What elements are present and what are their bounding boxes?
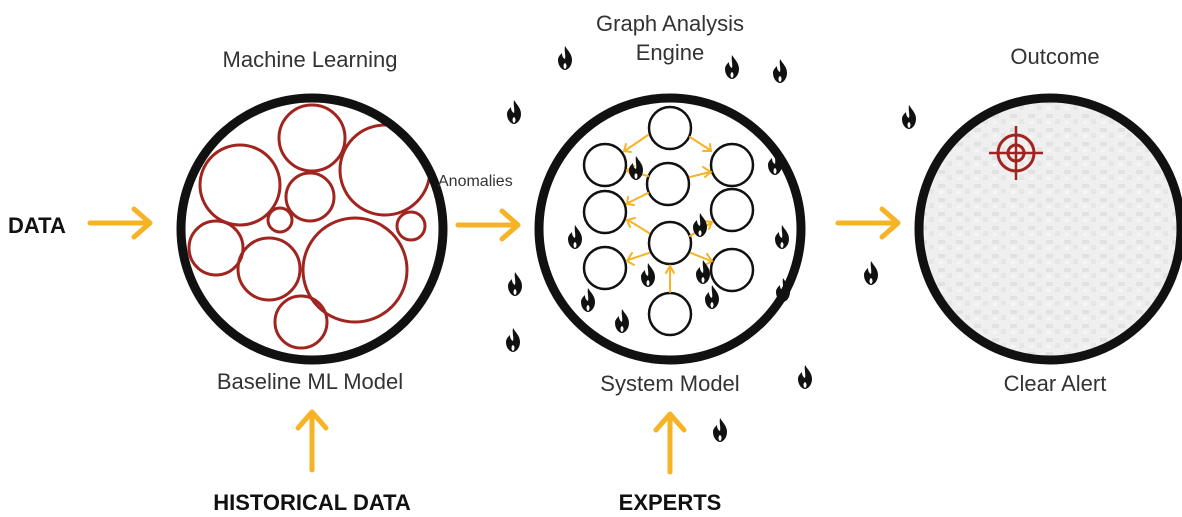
arrow-right-icon [455,208,521,242]
outcome-stage-subtitle: Clear Alert [1003,371,1107,396]
flame-icon [629,156,643,180]
flame-icon [902,105,916,129]
data-input-label: DATA [8,213,66,238]
flame-icon [775,225,789,249]
flame-icon [558,46,572,70]
ml-stage-title: Machine Learning [222,47,398,72]
arrow-right-icon [87,206,153,240]
flame-icon [773,59,787,83]
map-background [922,101,1178,357]
flame-icon [693,213,707,237]
flame-icon [725,55,739,79]
arrow-right-icon [835,206,901,240]
target-icon [989,126,1043,180]
graph-stage-title-line2: Engine [635,40,705,65]
ml-stage-subtitle: Baseline ML Model [216,369,404,394]
flame-icon [798,365,812,389]
flame-icon [506,328,520,352]
arrow-up-icon [653,411,687,475]
experts-label: EXPERTS [618,490,722,515]
graph-stage-subtitle: System Model [600,371,740,396]
ml-model-circle [176,93,448,365]
flame-icon [615,309,629,333]
arrow-up-icon [295,409,329,473]
ml-cluster-circles [187,103,432,350]
flame-icon [568,225,582,249]
historical-data-label: HISTORICAL DATA [213,490,411,515]
anomalies-label: Anomalies [438,173,513,190]
graph-stage-title-line1: Graph Analysis [596,11,744,36]
flame-icon [507,100,521,124]
graph-model-circle [534,93,806,365]
flame-icon [705,285,719,309]
flame-icon [864,261,878,285]
graph-nodes [582,105,755,337]
outcome-circle [914,93,1182,365]
flame-icon [641,263,655,287]
flame-icon [713,418,727,442]
flame-icon [581,288,595,312]
flame-icon [508,272,522,296]
outcome-stage-title: Outcome [1010,44,1100,69]
